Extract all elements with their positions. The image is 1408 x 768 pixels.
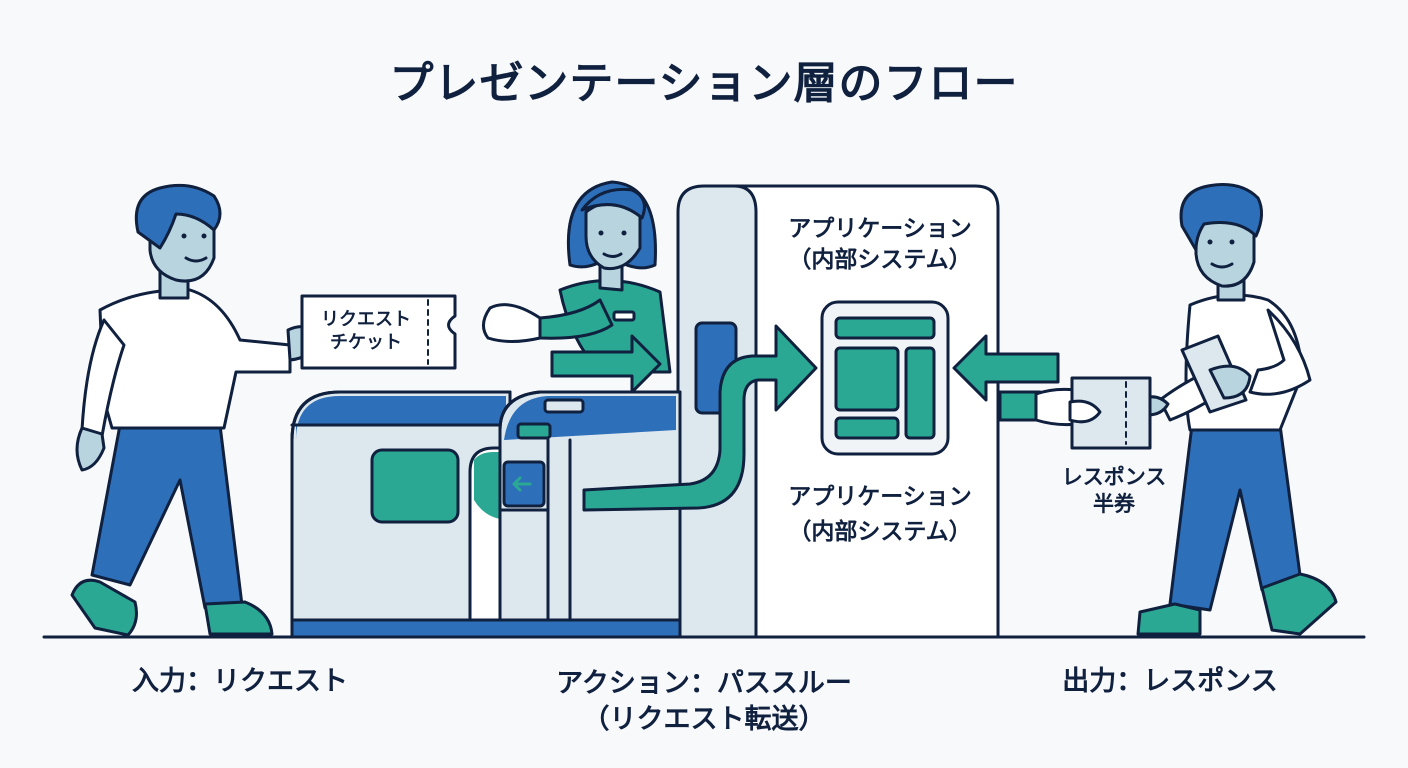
person-left-icon [70,183,318,637]
action-label-line1: アクション：パススルー [556,668,852,699]
ticket-label-line2: チケット [330,332,402,354]
app-label-mid-line2: （内部システム） [788,518,972,545]
app-label-top-line2: （内部システム） [788,247,972,274]
output-label: 出力：レスポンス [1062,666,1278,697]
response-stub-line2: 半券 [1093,492,1135,517]
app-label-top: アプリケーション （内部システム） [762,214,998,276]
action-label-line2: （リクエスト転送） [582,704,826,736]
app-label-top-line1: アプリケーション [788,216,972,242]
input-label: 入力：リクエスト [132,666,348,697]
request-ticket [300,294,457,370]
ticket-label-line1: リクエスト [321,309,411,330]
page-title: プレゼンテーション層のフロー [389,58,1019,109]
app-label-mid-line1: アプリケーション [788,484,972,510]
action-label: アクション：パススルー （リクエスト転送） [484,666,924,739]
gate-icon [290,390,682,639]
arrow-left-icon [952,334,1060,402]
response-stub-line1: レスポンス [1061,465,1167,489]
response-stub [998,376,1152,450]
ticket-label: リクエスト チケット [304,308,428,355]
arrow-right-icon [550,324,818,512]
person-right-icon [1136,183,1338,636]
response-stub-label: レスポンス 半券 [1044,464,1184,519]
app-label-mid: アプリケーション （内部システム） [762,480,998,549]
clerk-icon [482,180,672,374]
app-block-icon [820,300,950,456]
